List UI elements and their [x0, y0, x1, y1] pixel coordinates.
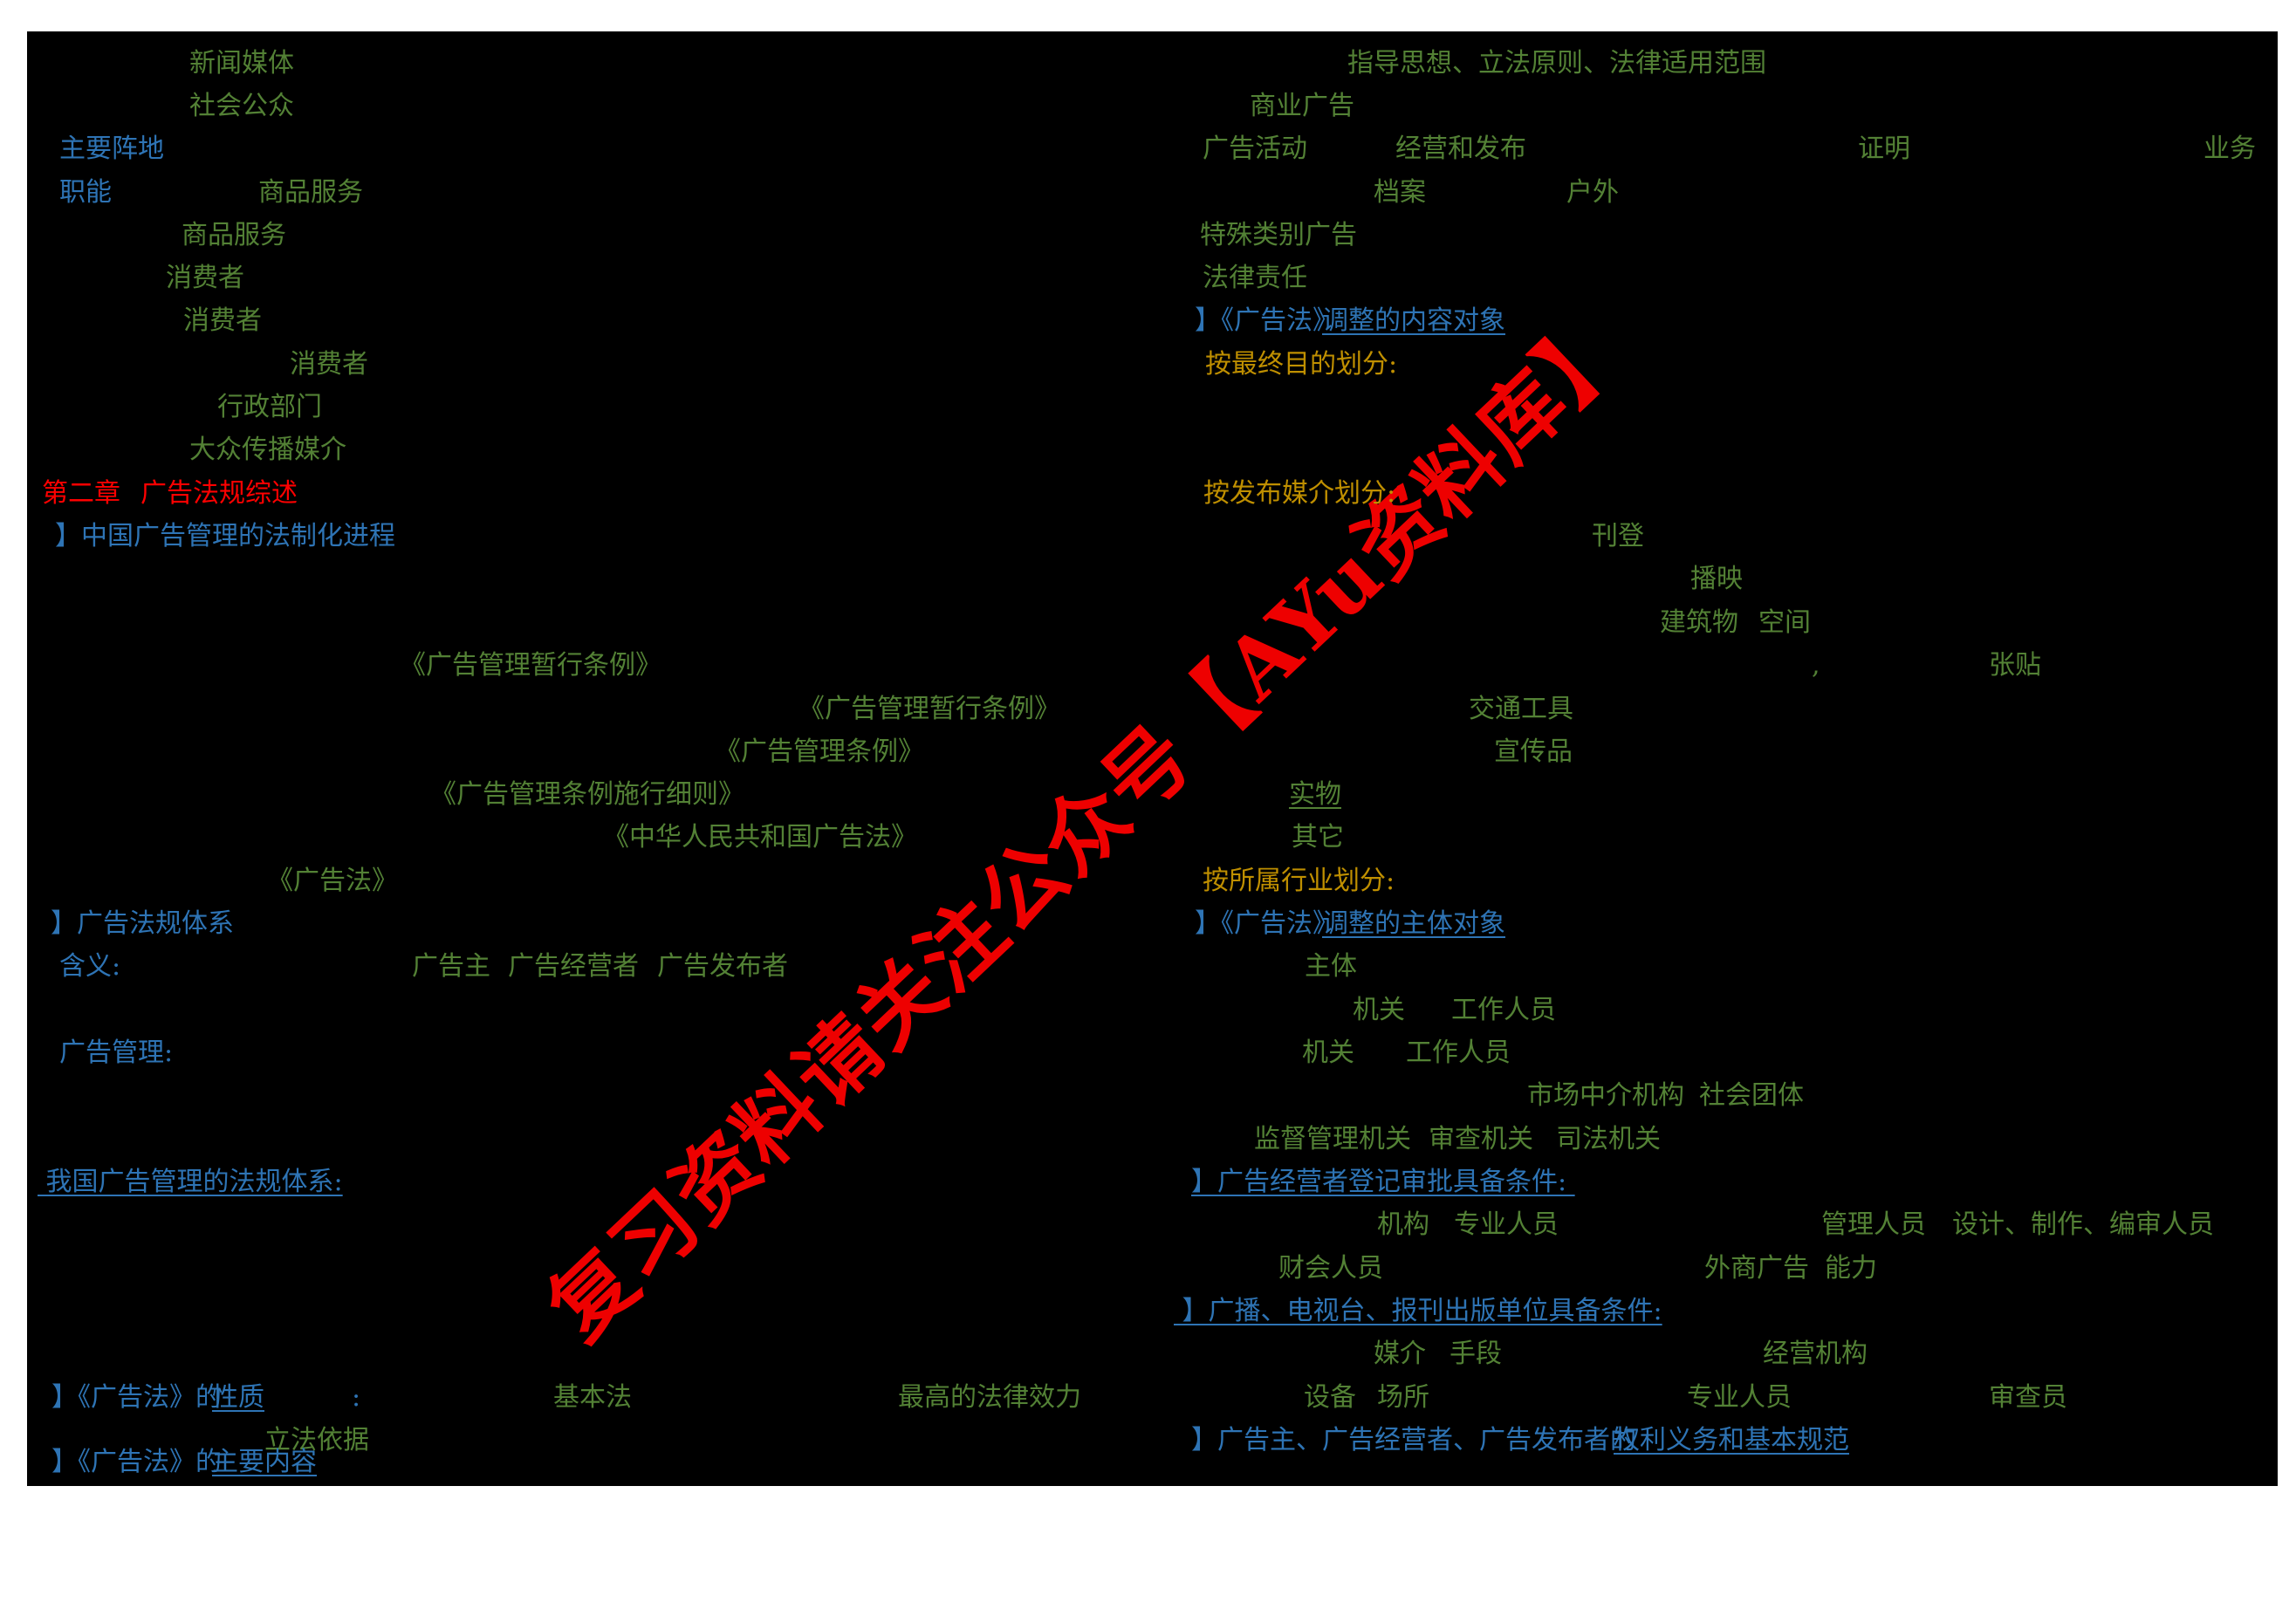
text-fragment: 调整的内容对象	[1322, 305, 1505, 336]
text-fragment: 立法依据	[264, 1425, 369, 1455]
text-fragment: 广告法规综述	[141, 478, 298, 509]
text-fragment: 审查机关	[1429, 1124, 1533, 1154]
text-fragment: 业务	[2203, 134, 2256, 164]
text-fragment: 交通工具	[1469, 694, 1573, 724]
text-fragment: 机关	[1353, 995, 1405, 1025]
text-fragment: 广告主	[412, 951, 490, 982]
text-fragment: 行政部门	[217, 392, 322, 422]
text-fragment: 《中华人民共和国广告法》	[603, 822, 917, 853]
text-fragment: 性质	[212, 1382, 264, 1413]
text-fragment: 《广告管理暂行条例》	[798, 694, 1060, 724]
text-fragment: 市场中介机构	[1527, 1080, 1684, 1111]
text-fragment: 司法机关	[1556, 1124, 1661, 1154]
text-fragment: 商品服务	[258, 177, 363, 208]
text-fragment: 】广告主、广告经营者、广告发布者的	[1191, 1425, 1636, 1455]
text-fragment: 其它	[1292, 822, 1344, 853]
text-fragment: 消费者	[183, 305, 262, 336]
text-fragment: 能力	[1825, 1253, 1877, 1284]
text-fragment: 按最终目的划分:	[1205, 349, 1398, 380]
text-fragment: 商品服务	[182, 220, 286, 250]
text-fragment: 消费者	[166, 263, 244, 293]
text-fragment: 大众传播媒介	[189, 435, 346, 465]
text-fragment: 含义:	[59, 951, 121, 982]
text-fragment: 社会公众	[189, 91, 294, 121]
text-fragment: 】广告经营者登记审批具备条件:	[1191, 1167, 1575, 1197]
text-fragment: 】《广告法》	[1195, 908, 1339, 939]
text-fragment: 机关	[1302, 1037, 1354, 1068]
text-fragment: 手段	[1450, 1339, 1502, 1369]
text-fragment: 实物	[1289, 779, 1341, 810]
text-fragment: 《广告管理条例施行细则》	[430, 779, 744, 810]
text-fragment: 管理人员	[1821, 1209, 1926, 1240]
text-fragment: 工作人员	[1451, 995, 1556, 1025]
text-fragment: 机构	[1377, 1209, 1429, 1240]
text-fragment: 专业人员	[1687, 1382, 1792, 1413]
text-fragment: 广告发布者	[657, 951, 788, 982]
text-fragment: 】广播、电视台、报刊出版单位具备条件:	[1174, 1296, 1662, 1326]
page-background	[27, 31, 2278, 1486]
text-fragment: 第二章	[42, 478, 120, 509]
text-fragment: 播映	[1690, 564, 1743, 594]
text-fragment: 按发布媒介划分:	[1203, 478, 1396, 509]
text-fragment: 设备	[1304, 1382, 1356, 1413]
text-fragment: 证明	[1858, 134, 1910, 164]
text-fragment: 】中国广告管理的法制化进程	[55, 521, 395, 551]
text-fragment: 调整的主体对象	[1322, 908, 1505, 939]
text-fragment: 职能	[59, 177, 112, 208]
text-fragment: ,	[1812, 650, 1820, 681]
text-fragment: 基本法	[553, 1382, 632, 1413]
text-fragment: 张贴	[1989, 650, 2041, 681]
text-fragment: 新闻媒体	[189, 48, 294, 79]
text-fragment: 指导思想、立法原则、法律适用范围	[1347, 48, 1766, 79]
text-fragment: 经营和发布	[1395, 134, 1526, 164]
text-fragment: 建筑物	[1660, 607, 1738, 638]
text-fragment: 】广告法规体系	[51, 908, 234, 939]
text-fragment: 宣传品	[1494, 736, 1573, 767]
text-fragment: 《广告管理暂行条例》	[400, 650, 661, 681]
text-fragment: 媒介	[1374, 1339, 1426, 1369]
text-fragment: 户外	[1566, 177, 1619, 208]
text-fragment: 监督管理机关	[1254, 1124, 1411, 1154]
text-fragment: 】《广告法》的	[51, 1447, 222, 1477]
text-fragment: 广告管理:	[59, 1037, 174, 1068]
text-fragment: 】《广告法》的	[51, 1382, 222, 1413]
text-fragment: 主要内容	[212, 1447, 317, 1477]
text-fragment: 最高的法律效力	[898, 1382, 1081, 1413]
text-fragment: 广告活动	[1203, 134, 1307, 164]
text-fragment: 主体	[1305, 951, 1357, 982]
text-fragment: 空间	[1758, 607, 1811, 638]
text-fragment: 主要阵地	[59, 134, 164, 164]
text-fragment: 社会团体	[1699, 1080, 1804, 1111]
text-fragment: 法律责任	[1203, 263, 1307, 293]
text-fragment: 商业广告	[1250, 91, 1354, 121]
text-fragment: 我国广告管理的法规体系:	[38, 1167, 343, 1197]
text-fragment: 广告经营者	[508, 951, 639, 982]
text-fragment: 工作人员	[1406, 1037, 1511, 1068]
text-fragment: 特殊类别广告	[1200, 220, 1357, 250]
text-fragment: 外商广告	[1704, 1253, 1809, 1284]
text-fragment: 《广告管理条例》	[715, 736, 924, 767]
text-fragment: 专业人员	[1454, 1209, 1559, 1240]
text-fragment: 按所属行业划分:	[1203, 866, 1395, 896]
text-fragment: 刊登	[1592, 521, 1644, 551]
text-fragment: 场所	[1377, 1382, 1429, 1413]
text-fragment: 审查员	[1989, 1382, 2067, 1413]
text-fragment: 《广告法》	[267, 866, 398, 896]
text-fragment: 设计、制作、编审人员	[1952, 1209, 2214, 1240]
text-fragment: 档案	[1374, 177, 1426, 208]
text-fragment: 权利义务和基本规范	[1614, 1425, 1849, 1455]
text-fragment: :	[352, 1382, 361, 1413]
text-fragment: 财会人员	[1278, 1253, 1383, 1284]
text-fragment: 消费者	[290, 349, 368, 380]
text-fragment: 经营机构	[1763, 1339, 1868, 1369]
text-fragment: 】《广告法》	[1195, 305, 1339, 336]
